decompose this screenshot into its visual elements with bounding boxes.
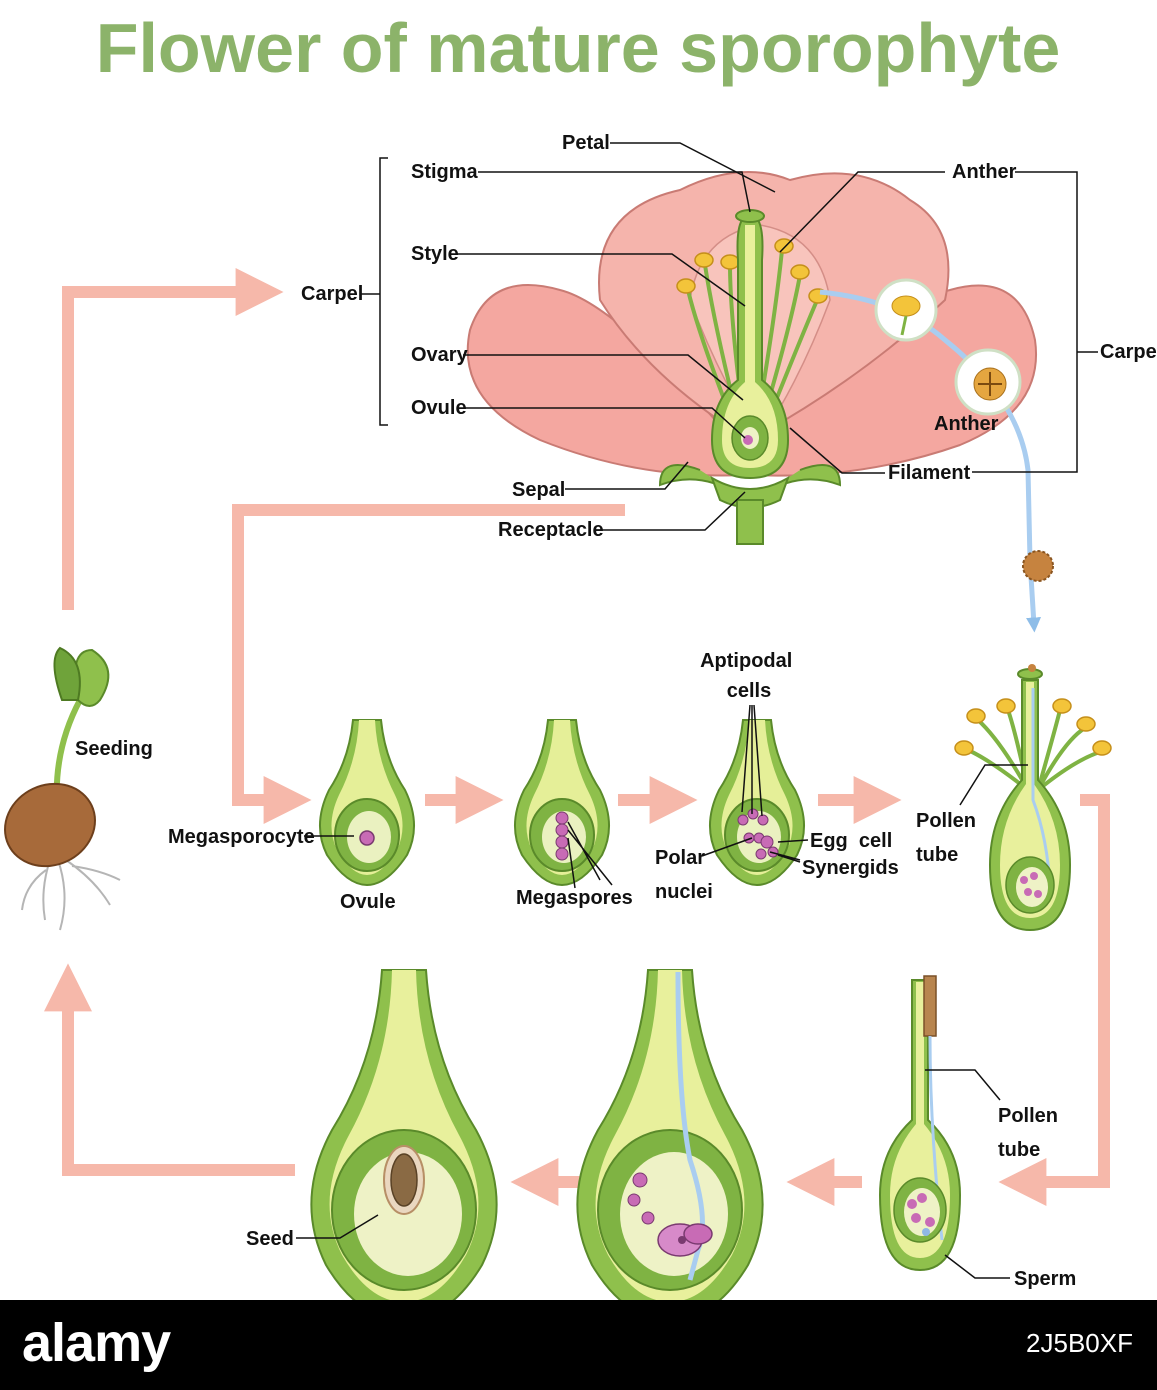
pollen-path [819, 289, 1042, 633]
seed-coat [4, 782, 96, 868]
label-pollen-tube-1: Pollen tube [916, 810, 982, 866]
flower-illustration [466, 171, 1054, 633]
watermark-footer: alamy 2J5B0XF [0, 1300, 1157, 1390]
arrow-flower-to-ovule [232, 504, 625, 824]
zygote-stage [576, 969, 764, 1321]
ovule-stage [318, 719, 416, 886]
label-carpel-left: Carpel [301, 283, 363, 305]
embryo-sac-stage [708, 719, 806, 886]
alamy-logo: alamy [22, 1313, 171, 1373]
cycle-arrows [44, 268, 1110, 1206]
label-carpel-right: Carpel [1100, 341, 1157, 363]
seedling-roots [21, 859, 121, 931]
label-megaspores: Megaspores [516, 887, 633, 909]
label-anther-zoom: Anther [934, 413, 999, 435]
megaspores-stage [513, 719, 611, 886]
label-anther-top: Anther [952, 161, 1017, 183]
arrow-pollination-to-fertilization [998, 794, 1110, 1206]
label-aptipodal: Aptipodal cells [700, 650, 798, 702]
label-ovary: Ovary [411, 344, 469, 366]
stock-id: 2J5B0XF [1026, 1328, 1133, 1358]
label-seed: Seed [246, 1228, 294, 1250]
label-sperm: Sperm [1014, 1268, 1076, 1290]
label-filament: Filament [888, 462, 971, 484]
diagram-title: Flower of mature sporophyte [96, 9, 1061, 87]
label-style: Style [411, 243, 459, 265]
label-receptacle: Receptacle [498, 519, 604, 541]
label-stigma: Stigma [411, 161, 479, 183]
receptacle [710, 475, 790, 509]
fertilization-stage [878, 975, 962, 1272]
label-egg-cell: Egg cell [810, 830, 892, 852]
label-seeding: Seeding [75, 738, 153, 760]
arrow-seed-to-seedling [44, 963, 295, 1176]
label-synergids: Synergids [802, 857, 899, 879]
label-pollen-tube-2: Pollen tube [998, 1105, 1064, 1161]
label-megasporocyte: Megasporocyte [168, 826, 315, 848]
label-ovule-stage: Ovule [340, 891, 396, 913]
leader-lines [360, 142, 1098, 531]
label-sepal: Sepal [512, 479, 565, 501]
label-polar-nuclei: Polar nuclei [655, 847, 713, 903]
arrow-seedling-to-carpel [62, 268, 284, 610]
pistil [710, 209, 790, 480]
pollen-grain [1022, 550, 1054, 582]
anthers [676, 238, 828, 304]
pollination-stage [954, 664, 1112, 932]
seedling [4, 646, 121, 931]
label-ovule-flower: Ovule [411, 397, 467, 419]
label-petal: Petal [562, 132, 610, 154]
cotyledon-2 [53, 646, 81, 701]
labels: Petal Stigma Anther Style Carpel Carpel … [75, 132, 1157, 1290]
stem [736, 499, 764, 545]
seed-stage [310, 969, 498, 1321]
